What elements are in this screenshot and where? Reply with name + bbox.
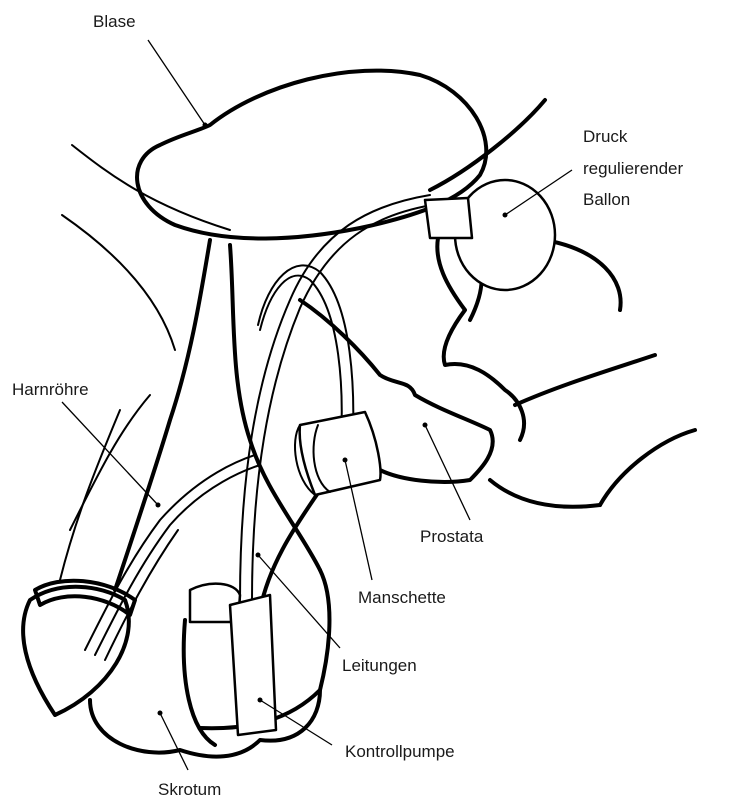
label-druck-line2: regulierender	[583, 159, 684, 178]
cuff	[295, 412, 380, 495]
control-pump	[190, 584, 276, 735]
label-leitungen: Leitungen	[342, 656, 417, 675]
tubing	[240, 195, 432, 600]
label-druck-line1: Druck	[583, 127, 628, 146]
label-manschette: Manschette	[358, 588, 446, 607]
label-blase: Blase	[93, 12, 136, 31]
label-skrotum: Skrotum	[158, 780, 221, 799]
label-druck-line3: Ballon	[583, 190, 630, 209]
penis-shaft	[115, 240, 210, 590]
label-prostata: Prostata	[420, 527, 484, 546]
label-kontrollpumpe: Kontrollpumpe	[345, 742, 455, 761]
scrotum	[90, 690, 320, 757]
leader-lines	[62, 40, 572, 770]
label-harnroehre: Harnröhre	[12, 380, 89, 399]
